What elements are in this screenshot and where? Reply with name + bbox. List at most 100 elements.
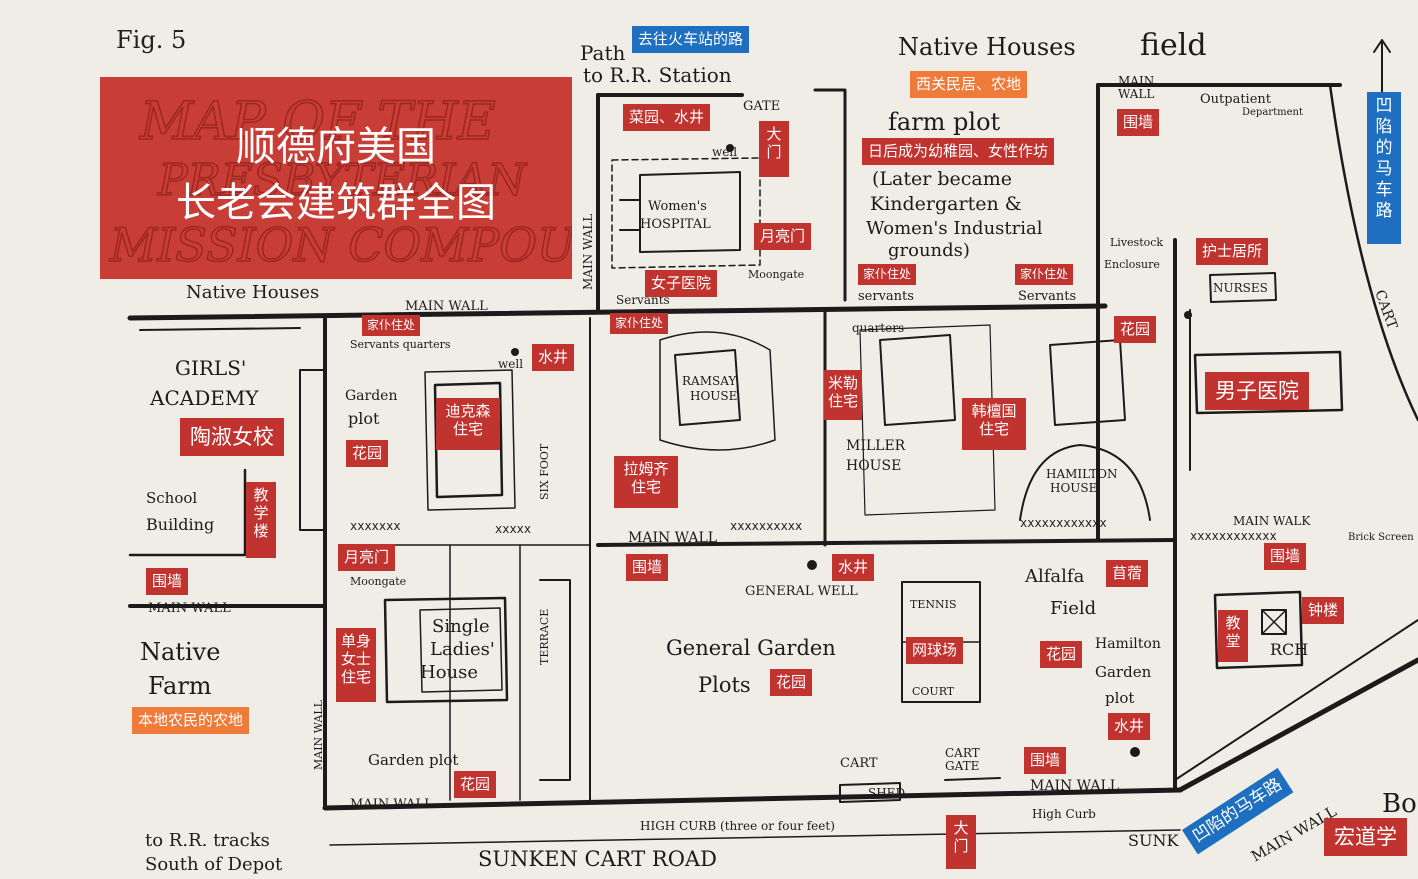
label-ramsay-house[interactable]: 拉姆齐住宅 [614, 456, 678, 508]
outpatient-text-2: Department [1242, 107, 1303, 118]
six-foot-text: SIX FOOT [538, 443, 551, 500]
label-native-farm[interactable]: 本地农民的农地 [132, 707, 250, 734]
servants-b-text: servants [858, 289, 914, 304]
main-wall-tr-text-2: WALL [1118, 87, 1154, 101]
label-kindergarten[interactable]: 日后成为幼稚园、女性作坊 [862, 138, 1055, 165]
label-bell-tower[interactable]: 钟楼 [1302, 597, 1345, 624]
later-text-2: Kindergarten & [870, 193, 1022, 215]
path-rr-text-2: to R.R. Station [583, 63, 732, 87]
ghost-title-line1: MAP OF THE [139, 92, 496, 152]
title-ghost-text: MAP OF THE PRESBYTERIAN MISSION COMPOUND [108, 91, 572, 273]
map-title: 顺德府美国 长老会建筑群全图 [100, 119, 572, 231]
well-mid-text: well [498, 357, 523, 371]
alfalfa-text: Alfalfa [1024, 566, 1085, 587]
label-alfalfa[interactable]: 苜蓿 [1106, 560, 1149, 587]
label-well-2[interactable]: 水井 [832, 554, 875, 581]
label-garden-1[interactable]: 花园 [346, 440, 389, 467]
label-wall-right[interactable]: 围墙 [1264, 543, 1307, 570]
later-text-1: (Later became [872, 168, 1012, 190]
servants-quarters-text: Servants quarters [350, 338, 451, 351]
label-gate-top[interactable]: 大门 [759, 121, 789, 177]
livestock-text-2: Enclosure [1104, 258, 1160, 271]
livestock-text: Livestock [1110, 236, 1163, 249]
label-nurses[interactable]: 护士居所 [1196, 238, 1269, 265]
svg-text:xxxxxxxxxxxx: xxxxxxxxxxxx [1020, 516, 1107, 530]
label-vegetable-well[interactable]: 菜园、水井 [623, 104, 711, 131]
label-well-3[interactable]: 水井 [1108, 713, 1151, 740]
label-dickson-house[interactable]: 迪克森住宅 [436, 398, 500, 450]
cart-shed-text-2: SHED [868, 786, 905, 800]
church-text: RCH [1270, 640, 1308, 659]
label-hamilton-house[interactable]: 韩檀国住宅 [962, 398, 1026, 450]
quarters-b-text: quarters [852, 321, 904, 335]
ghost-title-line3: MISSION COMPOUND [109, 218, 572, 272]
svg-text:xxxxxxxxxx: xxxxxxxxxx [730, 519, 802, 533]
label-sunken-road-right[interactable]: 凹陷的马车路 [1367, 92, 1401, 244]
label-wall-tr[interactable]: 围墙 [1117, 109, 1160, 136]
label-native-farm-top[interactable]: 西关民居、农地 [910, 71, 1028, 98]
label-moongate-top[interactable]: 月亮门 [754, 223, 812, 250]
label-garden-4[interactable]: 花园 [454, 771, 497, 798]
label-gate-bottom[interactable]: 大门 [946, 815, 976, 869]
native-houses-left-text: Native Houses [186, 282, 319, 303]
moongate-top-text: Moongate [748, 268, 804, 281]
later-text-4: grounds) [888, 240, 970, 261]
label-single-ladies[interactable]: 单身女士住宅 [336, 628, 376, 702]
label-miller-house[interactable]: 米勒住宅 [824, 370, 862, 420]
label-well-1[interactable]: 水井 [532, 344, 575, 371]
miller-house-text: MILLER [846, 438, 906, 454]
title-box: MAP OF THE PRESBYTERIAN MISSION COMPOUND… [100, 77, 572, 279]
map-title-line1: 顺德府美国 [236, 124, 436, 170]
ghost-title-line2: PRESBYTERIAN [157, 155, 527, 206]
label-girls-school[interactable]: 陶淑女校 [180, 418, 284, 456]
label-servants-4[interactable]: 家仆住处 [610, 313, 669, 334]
school-building-text-2: Building [146, 515, 214, 534]
label-moongate-left[interactable]: 月亮门 [338, 544, 396, 571]
ramsay-house-text-2: HOUSE [690, 389, 737, 403]
cart-shed-text: CART [840, 756, 878, 771]
main-wall-tr-text: MAIN [1118, 74, 1154, 88]
high-curb-2-text: High Curb [1032, 807, 1096, 821]
hamilton-garden-text: Hamilton [1095, 636, 1161, 652]
map-title-line2: 长老会建筑群全图 [176, 180, 496, 226]
cart-gate-text-2: GATE [945, 759, 979, 773]
label-wall-left[interactable]: 围墙 [146, 568, 189, 595]
label-garden-tr[interactable]: 花园 [1114, 316, 1157, 343]
well-text: well [712, 145, 737, 159]
label-wall-mid[interactable]: 围墙 [626, 554, 669, 581]
main-wall-left-vert-text: MAIN WALL [312, 699, 325, 770]
label-path-to-station[interactable]: 去往火车站的路 [632, 26, 750, 53]
high-curb-text: HIGH CURB (three or four feet) [640, 819, 835, 833]
label-garden-2[interactable]: 花园 [1040, 641, 1083, 668]
label-servants-1[interactable]: 家仆住处 [858, 264, 917, 285]
label-hongdao[interactable]: 宏道学 [1324, 818, 1407, 856]
main-wall-southeast [1177, 657, 1418, 793]
label-school-building[interactable]: 教学楼 [246, 482, 276, 558]
general-garden-text: General Garden [666, 636, 836, 660]
main-wall-south [322, 787, 1183, 811]
label-church[interactable]: 教堂 [1218, 610, 1248, 662]
to-rr-text-2: South of Depot [145, 854, 283, 875]
womens-hospital-text: Women's [648, 199, 707, 214]
label-servants-2[interactable]: 家仆住处 [1015, 264, 1074, 285]
svg-text:xxxxxxxxxxxx: xxxxxxxxxxxx [1190, 529, 1277, 543]
cart-gate-text: CART [945, 746, 980, 760]
girls-academy-text: GIRLS' [175, 356, 246, 380]
label-wall-bottom[interactable]: 围墙 [1024, 747, 1067, 774]
main-wall-left-text: MAIN WALL [405, 299, 488, 314]
label-garden-3[interactable]: 花园 [770, 669, 813, 696]
label-mens-hospital[interactable]: 男子医院 [1205, 372, 1309, 410]
general-garden-text-2: Plots [698, 673, 751, 697]
field-text: field [1140, 28, 1207, 63]
label-servants-3[interactable]: 家仆住处 [362, 315, 421, 336]
terrace-text: TERRACE [538, 609, 551, 665]
label-tennis[interactable]: 网球场 [906, 637, 964, 664]
main-walk-text: MAIN WALL [628, 530, 717, 546]
label-womens-hospital[interactable]: 女子医院 [645, 270, 718, 297]
outpatient-text: Outpatient [1200, 92, 1272, 107]
later-text-3: Women's Industrial [866, 218, 1043, 239]
brick-screen-text: Brick Screen [1348, 532, 1414, 543]
girls-academy-text-2: ACADEMY [149, 386, 259, 410]
main-wall-vert-text: MAIN WALL [581, 214, 595, 290]
